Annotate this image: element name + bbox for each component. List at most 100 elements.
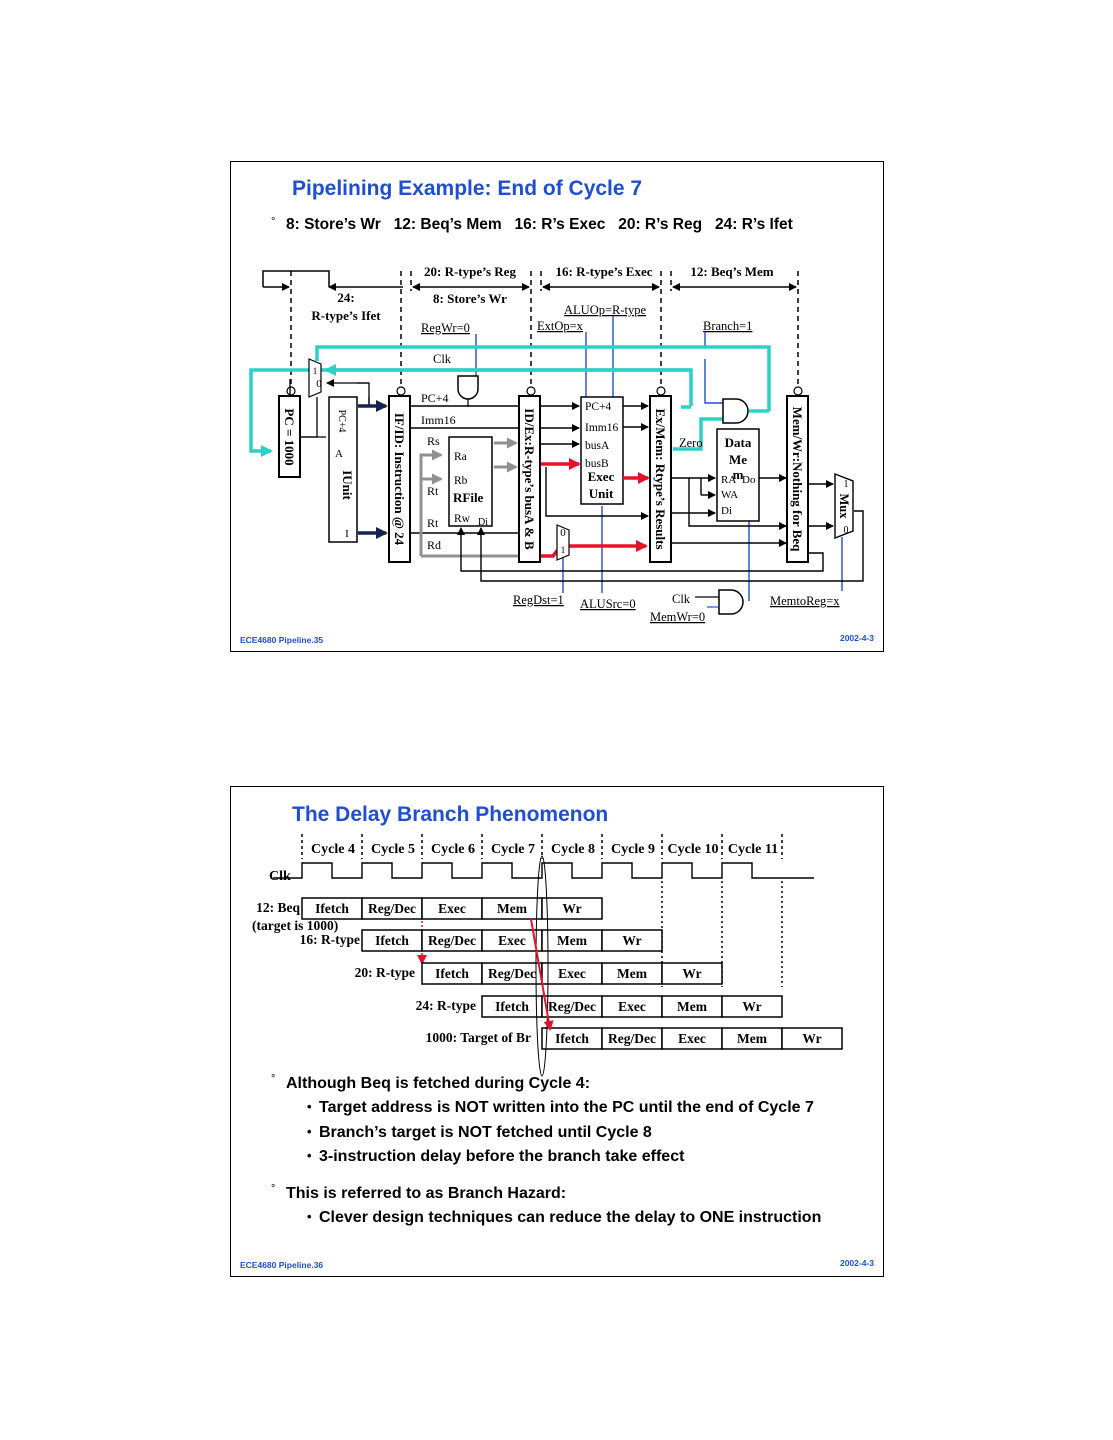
footer-left: ECE4680 Pipeline.35 xyxy=(240,635,324,645)
signal-zero: Zero xyxy=(679,436,703,450)
signal-rs: Rs xyxy=(427,434,440,448)
exec-pc4: PC+4 xyxy=(585,401,612,413)
pipeline-stage-label: Wr xyxy=(622,933,641,948)
pipeline-stage-label: Exec xyxy=(438,901,466,916)
pipeline-stage-cell xyxy=(721,995,783,1018)
bullet-marker: • xyxy=(307,1148,312,1163)
rfile-rb: Rb xyxy=(454,475,468,487)
stage-label-ifet-num: 24: xyxy=(337,290,354,305)
slide-title: Pipelining Example: End of Cycle 7 xyxy=(292,177,643,200)
iunit-label: IUnit xyxy=(340,470,355,500)
clk-label-bottom: Clk xyxy=(672,592,691,606)
control-aluop: ALUOp=R-type xyxy=(564,303,646,317)
dst-mux-one: 1 xyxy=(561,545,566,555)
sub-bullet-item: Clever design techniques can reduce the … xyxy=(319,1209,822,1226)
control-branch: Branch=1 xyxy=(703,319,752,333)
stage-label-reg: 20: R-type’s Reg xyxy=(424,264,516,279)
pipeline-stage-label: Ifetch xyxy=(495,999,529,1014)
exec-label-1: Exec xyxy=(588,469,615,484)
pipeline-stage-label: Ifetch xyxy=(555,1031,589,1046)
datamem-wa: WA xyxy=(721,489,738,501)
rfile-di: Di xyxy=(478,517,488,528)
control-extop: ExtOp=x xyxy=(537,319,584,333)
pipeline-stage-label: Reg/Dec xyxy=(368,901,416,916)
pipeline-stage-label: Wr xyxy=(562,901,581,916)
bullet-marker: ° xyxy=(271,1183,276,1195)
datamem-label-2: Me xyxy=(729,452,747,467)
output-mux-one: 1 xyxy=(844,479,849,490)
instruction-label: 20: R-type xyxy=(355,965,415,980)
clk-label-top: Clk xyxy=(433,352,452,366)
bullet-marker: • xyxy=(307,1124,312,1139)
bullet-stage-summary: 8: Store’s Wr 12: Beq’s Mem 16: R’s Exec… xyxy=(286,216,793,233)
footer-right: 2002-4-3 xyxy=(839,633,874,643)
pipeline-stage-label: Wr xyxy=(742,999,761,1014)
pipeline-stage-label: Reg/Dec xyxy=(488,966,536,981)
stage-label-ifet: R-type’s Ifet xyxy=(311,308,381,323)
footer-right: 2002-4-3 xyxy=(839,1258,874,1268)
cycle-label: Cycle 6 xyxy=(431,842,475,857)
pc-mux-one: 1 xyxy=(313,366,318,376)
iunit-i: I xyxy=(345,528,349,540)
instruction-label: 1000: Target of Br xyxy=(426,1030,531,1045)
slide-pipelining-example: Pipelining Example: End of Cycle 7 ° 8: … xyxy=(230,161,884,652)
control-regwr: RegWr=0 xyxy=(421,321,470,335)
bullet-marker: • xyxy=(307,1209,312,1224)
clk-label: Clk xyxy=(269,869,291,884)
slide-title: The Delay Branch Phenomenon xyxy=(292,803,609,826)
sub-bullet-item: Branch’s target is NOT fetched until Cyc… xyxy=(319,1124,652,1141)
memwr-register-label: Mem/Wr:Nothing for Beq xyxy=(790,407,805,552)
pipeline-stage-cell xyxy=(541,897,603,920)
rfile-rw: Rw xyxy=(454,513,471,525)
iunit-a: A xyxy=(335,448,343,460)
stage-label-exec: 16: R-type’s Exec xyxy=(556,264,653,279)
instruction-label: 12: Beq xyxy=(256,900,300,915)
rfile-label: RFile xyxy=(453,490,484,505)
stage-label-mem: 12: Beq’s Mem xyxy=(690,264,773,279)
cycle-label: Cycle 9 xyxy=(611,842,655,857)
datamem-do: Do xyxy=(742,474,756,486)
pipeline-stage-label: Wr xyxy=(682,966,701,981)
pipeline-stage-label: Exec xyxy=(618,999,646,1014)
pc-mux-zero: 0 xyxy=(316,378,322,390)
idex-register-label: ID/Ex:R-type’s busA & B xyxy=(522,408,537,550)
pipeline-stage-label: Wr xyxy=(802,1031,821,1046)
bullet-item: Although Beq is fetched during Cycle 4: xyxy=(286,1075,591,1092)
datamem-label-1: Data xyxy=(725,435,752,450)
pipeline-stage-label: Exec xyxy=(558,966,586,981)
ifid-register-label: IF/ID: Instruction @ 24 xyxy=(392,413,407,546)
exec-busa: busA xyxy=(585,440,610,452)
clock-waveform xyxy=(273,862,814,879)
pipeline-stage-cell xyxy=(601,929,663,952)
exec-label-2: Unit xyxy=(589,486,614,501)
dst-mux-zero: 0 xyxy=(560,527,566,539)
datamem-di: Di xyxy=(721,505,732,517)
signal-rd: Rd xyxy=(427,538,441,552)
iunit-pc4: PC+4 xyxy=(336,410,347,433)
instruction-label: 16: R-type xyxy=(300,932,360,947)
cycle-label: Cycle 8 xyxy=(551,842,595,857)
output-mux-label: Mux xyxy=(837,494,851,520)
instruction-label: 24: R-type xyxy=(416,998,476,1013)
datamem-ra: RA xyxy=(721,474,736,486)
control-alusrc: ALUSrc=0 xyxy=(580,597,636,611)
signal-imm16: Imm16 xyxy=(421,413,456,427)
bullet-item: This is referred to as Branch Hazard: xyxy=(286,1185,567,1202)
cycle-label: Cycle 10 xyxy=(668,842,719,857)
exec-imm16: Imm16 xyxy=(585,422,618,434)
signal-rt2: Rt xyxy=(427,516,439,530)
output-mux-zero: 0 xyxy=(844,525,849,536)
bullet-marker: • xyxy=(307,1099,312,1114)
pipeline-stage-label: Reg/Dec xyxy=(608,1031,656,1046)
exec-busb: busB xyxy=(585,458,609,470)
cycle-boundary-highlight xyxy=(535,855,549,1077)
pipeline-stage-label: Exec xyxy=(678,1031,706,1046)
exmem-register-label: Ex/Mem: Rtype’s Results xyxy=(653,408,668,549)
branch-target-arrow xyxy=(530,918,554,1031)
pipeline-stage-label: Ifetch xyxy=(435,966,469,981)
pipeline-stage-label: Mem xyxy=(497,901,528,916)
pipeline-stage-label: Mem xyxy=(617,966,648,981)
sub-bullet-item: Target address is NOT written into the P… xyxy=(319,1099,814,1116)
sub-bullet-item: 3-instruction delay before the branch ta… xyxy=(319,1148,685,1165)
